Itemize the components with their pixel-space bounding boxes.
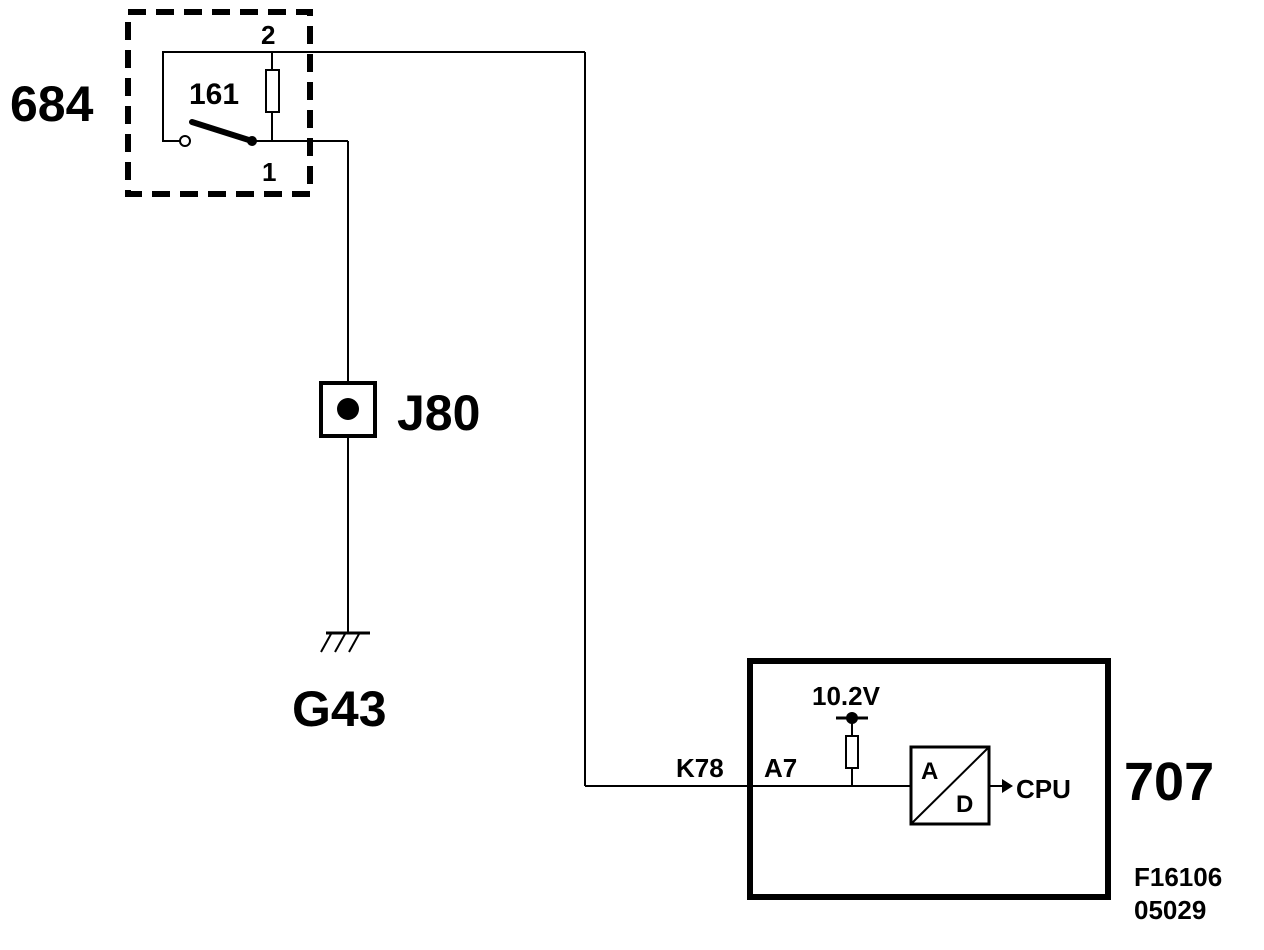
switch-pivot xyxy=(247,136,257,146)
switch-open-contact xyxy=(179,135,191,147)
sensor-internal-wire-left xyxy=(162,51,272,142)
sensor-id-label: 684 xyxy=(10,76,94,132)
pin-1-label: 1 xyxy=(262,157,276,187)
switch-label: 161 xyxy=(189,78,239,111)
sensor-resistor xyxy=(265,69,280,113)
sensor-enclosure xyxy=(125,9,313,197)
converter-d-label: D xyxy=(956,791,973,818)
supply-voltage-label: 10.2V xyxy=(812,681,881,711)
connector-label: J80 xyxy=(397,385,480,441)
switch-blade xyxy=(189,119,255,144)
cpu-label: CPU xyxy=(1016,774,1071,804)
module-pin-label: A7 xyxy=(764,753,797,783)
pin-2-label: 2 xyxy=(261,20,275,50)
supply-node xyxy=(846,712,858,724)
control-module-box xyxy=(747,658,1111,900)
cpu-arrow-icon xyxy=(1002,779,1013,793)
converter-a-label: A xyxy=(921,758,938,785)
ad-converter-diagonal xyxy=(910,746,990,825)
connector-j80-pin xyxy=(337,398,359,420)
harness-pin-label: K78 xyxy=(676,753,724,783)
module-id-label: 707 xyxy=(1124,752,1214,812)
ground-label: G43 xyxy=(292,681,387,737)
figure-ref-line2: 05029 xyxy=(1134,895,1206,925)
ground-icon xyxy=(320,631,370,653)
figure-ref-line1: F16106 xyxy=(1134,862,1222,892)
pullup-resistor xyxy=(845,735,859,769)
